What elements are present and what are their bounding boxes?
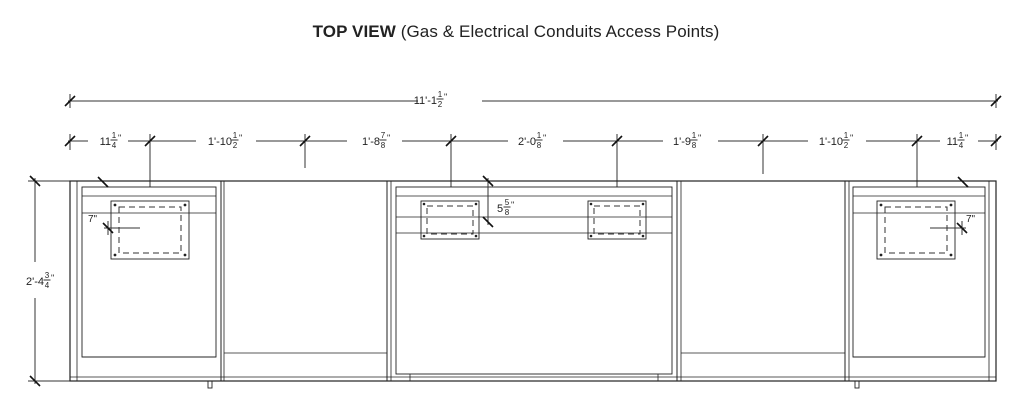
segment-6-den: 2 xyxy=(844,141,849,150)
segment-2-den: 2 xyxy=(233,141,238,150)
segment-7-num: 1 xyxy=(959,131,964,140)
offset-dimension-right: 7" xyxy=(930,176,976,235)
depth-den: 4 xyxy=(45,281,50,290)
page-title: TOP VIEW (Gas & Electrical Conduits Acce… xyxy=(0,22,1032,42)
segment-3-unit: " xyxy=(387,133,390,143)
offset-dimension-left: 7" xyxy=(88,176,140,235)
segment-5-unit: " xyxy=(698,133,701,143)
inset-center-den: 8 xyxy=(505,208,510,217)
inset-dimension-center: 5 5 8 " xyxy=(482,175,514,228)
segment-5-den: 8 xyxy=(692,141,697,150)
segment-4-unit: " xyxy=(543,133,546,143)
overall-width-num: 1 xyxy=(438,90,443,99)
offset-left-label: 7" xyxy=(88,214,98,225)
overall-width-label: 11'-1 1 2 " xyxy=(414,90,448,109)
cabinet-run xyxy=(69,180,997,389)
offset-right-label: 7" xyxy=(966,214,976,225)
segment-1-den: 4 xyxy=(112,141,117,150)
depth-label: 2'-4 3 4 " xyxy=(26,271,54,290)
inset-center-whole: 5 xyxy=(497,203,503,215)
title-bold: TOP VIEW xyxy=(312,22,396,41)
center-cabinet xyxy=(395,186,673,381)
overall-width-den: 2 xyxy=(438,100,443,109)
depth-num: 3 xyxy=(45,271,50,280)
segment-label-1: 11 1 4 " xyxy=(100,131,122,150)
segment-label-3: 1'-8 7 8 " xyxy=(362,131,390,150)
overall-width-unit: " xyxy=(444,92,447,102)
segment-4-den: 8 xyxy=(537,141,542,150)
right-cabinet xyxy=(852,186,986,358)
segment-7-unit: " xyxy=(965,133,968,143)
segment-label-2: 1'-10 1 2 " xyxy=(208,131,242,150)
inset-center-num: 5 xyxy=(505,198,510,207)
segment-5-whole: 1'-9 xyxy=(673,136,691,148)
access-plate-right xyxy=(876,200,956,260)
segment-label-5: 1'-9 1 8 " xyxy=(673,131,701,150)
title-subtitle: (Gas & Electrical Conduits Access Points… xyxy=(395,22,720,41)
segment-label-4: 2'-0 1 8 " xyxy=(518,131,546,150)
access-plate-center-left xyxy=(420,200,480,240)
segment-7-whole: 11 xyxy=(947,136,958,148)
segment-5-num: 1 xyxy=(692,131,697,140)
segment-1-num: 1 xyxy=(112,131,117,140)
overall-width-dimension: 11'-1 1 2 " xyxy=(64,90,1002,109)
access-plate-left xyxy=(110,200,190,260)
segment-4-whole: 2'-0 xyxy=(518,136,536,148)
overall-width-whole: 11'-1 xyxy=(414,95,437,107)
leg-right xyxy=(854,380,860,389)
segment-1-unit: " xyxy=(118,133,121,143)
segment-7-den: 4 xyxy=(959,141,964,150)
segment-dimension-chain: 11 1 4 " 1'-10 1 2 " 1'-8 7 8 " 2'-0 1 8 xyxy=(64,131,1002,187)
segment-2-num: 1 xyxy=(233,131,238,140)
depth-dimension: 2'-4 3 4 " xyxy=(26,175,72,387)
segment-2-whole: 1'-10 xyxy=(208,136,232,148)
segment-3-num: 7 xyxy=(381,131,386,140)
segment-6-num: 1 xyxy=(844,131,849,140)
depth-unit: " xyxy=(51,273,54,283)
segment-label-6: 1'-10 1 2 " xyxy=(819,131,853,150)
segment-6-whole: 1'-10 xyxy=(819,136,843,148)
segment-1-whole: 11 xyxy=(100,136,111,148)
left-cabinet xyxy=(81,186,217,358)
segment-6-unit: " xyxy=(850,133,853,143)
segment-4-num: 1 xyxy=(537,131,542,140)
leg-left xyxy=(207,380,213,389)
access-plate-center-right xyxy=(587,200,647,240)
segment-label-7: 11 1 4 " xyxy=(947,131,969,150)
segment-3-whole: 1'-8 xyxy=(362,136,380,148)
inset-center-unit: " xyxy=(511,200,514,210)
segment-2-unit: " xyxy=(239,133,242,143)
segment-3-den: 8 xyxy=(381,141,386,150)
depth-whole: 2'-4 xyxy=(26,276,44,288)
